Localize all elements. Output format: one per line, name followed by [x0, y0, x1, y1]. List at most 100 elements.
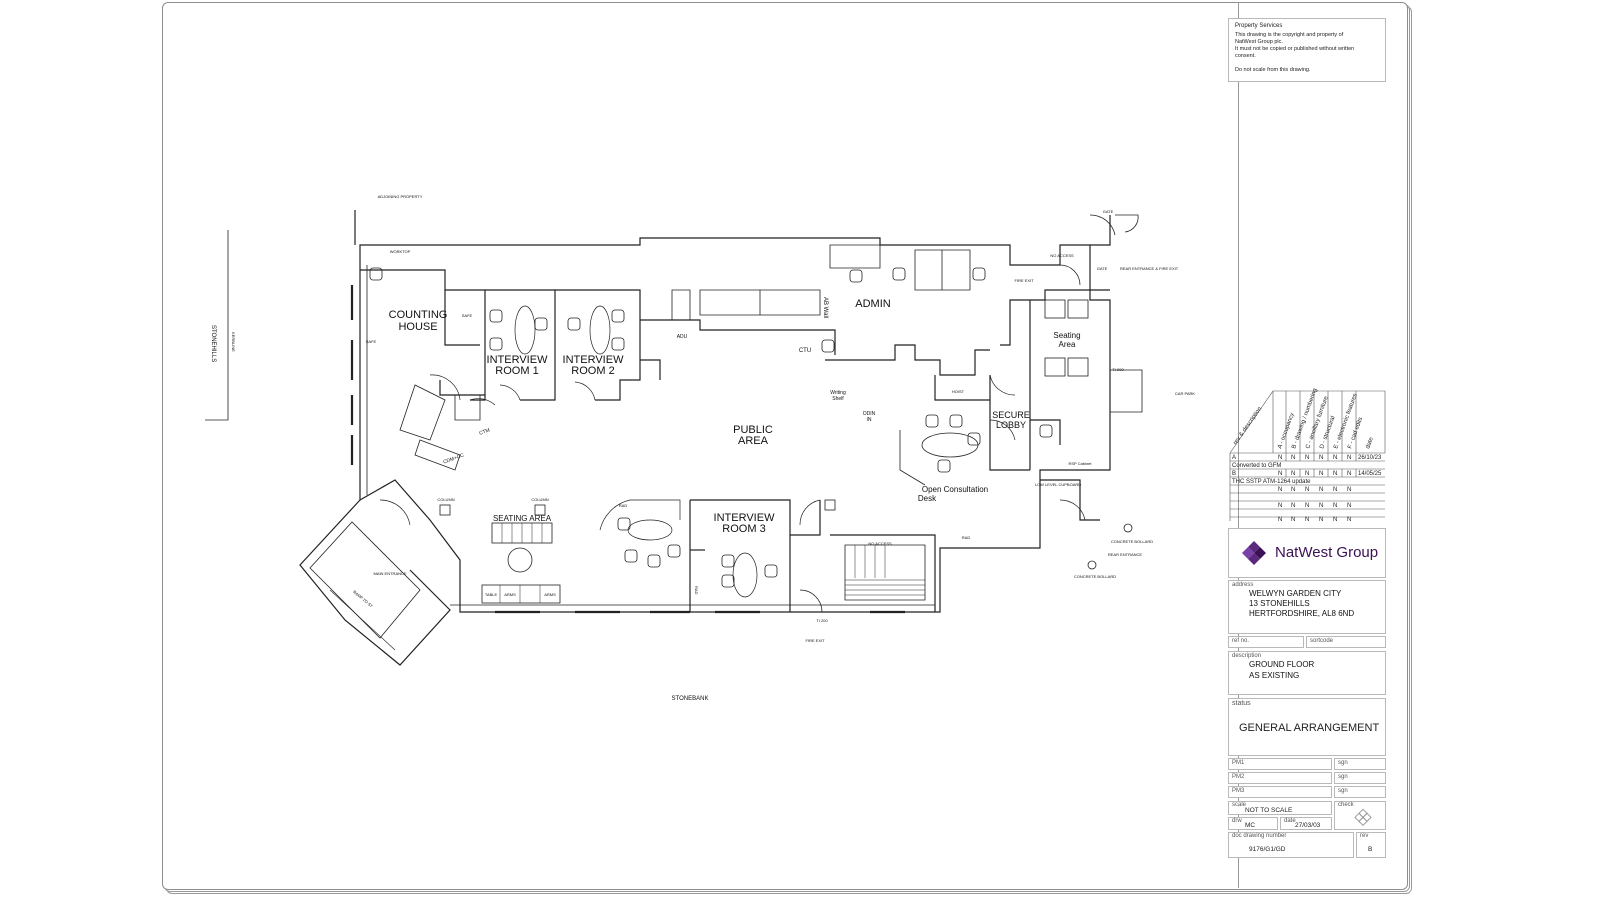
pm-box: PM1 — [1228, 758, 1332, 770]
chair — [617, 517, 631, 531]
bollard-label: CONCRETE BOLLARD — [1111, 539, 1153, 544]
drawn-label: drw — [1232, 818, 1242, 824]
equipment-label: CTU — [799, 348, 811, 354]
rev-flag: N — [1305, 471, 1309, 477]
chair — [892, 267, 906, 281]
rev-header: date — [1365, 436, 1375, 450]
scale-box: scale NOT TO SCALE — [1228, 801, 1332, 815]
wall — [690, 499, 791, 612]
room-label: SEATING AREA — [493, 514, 552, 523]
scale-value: NOT TO SCALE — [1245, 807, 1293, 814]
chair — [611, 337, 625, 351]
no-access-label: NO ACCESS — [1050, 253, 1074, 258]
cabinet — [829, 244, 881, 269]
column-label: COLUMN — [437, 497, 454, 502]
rev-flag: N — [1347, 503, 1351, 509]
rev-flag: N — [1305, 503, 1309, 509]
status-box: status GENERAL ARRANGEMENT — [1228, 698, 1386, 756]
fixture-label: Open Consultation — [922, 485, 988, 494]
rev-flag: N — [1319, 455, 1323, 461]
pm-box: PM2 — [1228, 772, 1332, 784]
entrance-porch — [299, 499, 451, 666]
rev-value: B — [1368, 846, 1373, 853]
description-line: AS EXISTING — [1249, 671, 1300, 680]
room-label: Seating — [1053, 331, 1080, 340]
chair — [1044, 299, 1066, 319]
sign-label: sgn — [1338, 788, 1348, 794]
chair — [764, 564, 778, 578]
gate-label: GATE — [1103, 209, 1114, 214]
sign-label: sgn — [1338, 774, 1348, 780]
wall — [439, 380, 485, 396]
column — [534, 504, 546, 516]
ref-label: ref no. — [1232, 638, 1250, 644]
rev-flag: N — [1319, 471, 1323, 477]
wall — [360, 269, 486, 401]
desk — [699, 289, 821, 316]
rev-header: B - drawing / numbering — [1291, 388, 1318, 450]
equipment-label: CTM — [479, 427, 491, 436]
chair — [1067, 299, 1089, 319]
fixture-label: Shelf — [832, 396, 844, 402]
stair-tread — [854, 545, 886, 578]
entrance-porch — [309, 521, 421, 639]
wall — [825, 344, 990, 376]
ramp-label: RAMP TO ST — [352, 589, 374, 609]
chair — [1039, 424, 1053, 438]
room-label: SECURE — [992, 410, 1030, 420]
revision-table: rev & description A - occupancy B - draw… — [1229, 388, 1386, 523]
rev-date: 14/05/25 — [1358, 471, 1382, 477]
door-swing — [429, 374, 461, 401]
stair-tread — [845, 579, 925, 596]
equipment-label: AB Wall — [822, 297, 828, 318]
safe-label: SAFE — [462, 313, 473, 318]
rev-header: rev & description — [1233, 406, 1264, 446]
address-box: address WELWYN GARDEN CITY 13 STONEHILLS… — [1228, 580, 1386, 634]
car-park-edge — [1110, 369, 1143, 413]
description-line: GROUND FLOOR — [1249, 660, 1315, 669]
room-label: COUNTING — [389, 309, 448, 321]
bollard — [1087, 560, 1097, 570]
equipment-label: HOIST — [952, 389, 965, 394]
rev-letter: A — [1232, 455, 1236, 461]
sortcode-box: sortcode — [1306, 636, 1386, 648]
door-swing — [1059, 264, 1081, 286]
rev-flag: N — [1278, 471, 1282, 477]
sign-box: sgn — [1334, 786, 1386, 798]
chair — [567, 317, 581, 331]
equipment-label: RSP Cabinet — [1068, 461, 1092, 466]
sign-label: sgn — [1338, 760, 1348, 766]
rev-flag: N — [1278, 517, 1282, 523]
door-swing — [989, 419, 1016, 441]
rev-label: rev — [1360, 833, 1369, 839]
address-line: 13 STONEHILLS — [1249, 599, 1310, 608]
room-label: ROOM 1 — [495, 365, 538, 377]
stair — [844, 544, 926, 601]
rev-box: rev B — [1356, 832, 1386, 858]
outer-wall — [359, 237, 1111, 613]
rev-flag: N — [1319, 487, 1323, 493]
room-label: INTERVIEW — [487, 354, 549, 366]
gate-swing — [1089, 214, 1116, 236]
chair — [721, 574, 735, 588]
rev-flag: N — [1291, 503, 1295, 509]
scale-label: scale — [1232, 802, 1247, 808]
entrance-porch — [329, 589, 396, 651]
seating-bench — [481, 584, 561, 604]
gate-label: GATE — [1097, 266, 1108, 271]
chair — [489, 309, 503, 323]
floor-plan: STONEHILLS KERBLINE STONEBANK ADJOINING … — [205, 194, 1195, 702]
status-value: GENERAL ARRANGEMENT — [1239, 722, 1380, 734]
notes-heading: Property Services — [1235, 23, 1283, 29]
gate-swing — [1115, 214, 1139, 233]
adjoining-label: ADJOINING PROPERTY — [378, 194, 423, 199]
wall — [444, 290, 480, 346]
interview-table — [589, 305, 611, 355]
wall — [1030, 419, 1061, 445]
drawing-sheet — [162, 2, 1408, 890]
natwest-mark-icon — [1354, 808, 1372, 827]
rev-flag: N — [1278, 487, 1282, 493]
sign-box: sgn — [1334, 772, 1386, 784]
check-box: check — [1334, 801, 1386, 830]
interview-table — [732, 552, 758, 598]
